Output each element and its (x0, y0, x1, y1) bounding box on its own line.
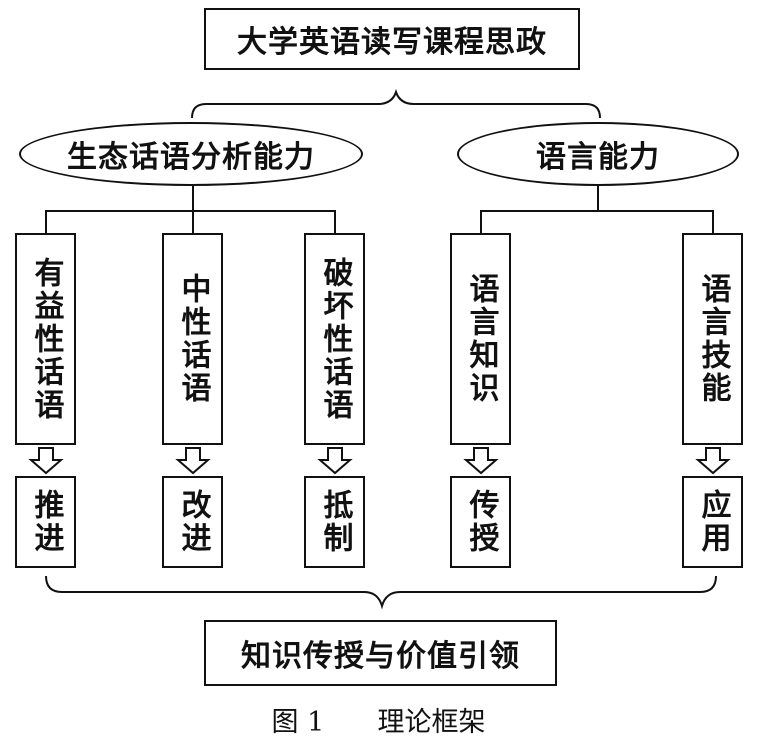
concept-box-neutral-discourse: 中性话语 (162, 233, 223, 445)
action-label: 传授 (463, 489, 499, 555)
left-tree-connector (45, 186, 336, 235)
figure-caption: 图 1 理论框架 (0, 700, 757, 739)
action-box-improve: 改进 (162, 476, 223, 568)
action-label: 改进 (175, 489, 211, 555)
top-brace (191, 88, 601, 119)
action-label: 应用 (695, 489, 731, 555)
concept-label: 语言知识 (463, 273, 499, 405)
concept-label: 语言技能 (695, 273, 731, 405)
down-arrow-4 (463, 447, 499, 475)
action-label: 推进 (28, 489, 64, 555)
concept-box-language-skills: 语言技能 (682, 233, 743, 445)
bottom-text: 知识传授与价值引领 (241, 639, 520, 674)
branch-label: 生态话语分析能力 (67, 140, 315, 175)
down-arrow-1 (28, 447, 64, 475)
branch-oval-ecological-discourse: 生态话语分析能力 (19, 122, 363, 186)
down-arrow-2 (175, 447, 211, 475)
down-arrow-3 (317, 447, 353, 475)
concept-label: 有益性话语 (28, 256, 64, 422)
action-box-promote: 推进 (15, 476, 76, 568)
action-box-apply: 应用 (682, 476, 743, 568)
concept-label: 中性话语 (175, 273, 211, 405)
concept-box-destructive-discourse: 破坏性话语 (304, 233, 365, 445)
bottom-box: 知识传授与价值引领 (204, 620, 557, 686)
branch-label: 语言能力 (536, 140, 660, 175)
figure-title: 理论框架 (377, 707, 486, 738)
concept-box-beneficial-discourse: 有益性话语 (15, 233, 76, 445)
action-box-impart: 传授 (450, 476, 511, 568)
concept-box-language-knowledge: 语言知识 (450, 233, 511, 445)
down-arrow-5 (695, 447, 731, 475)
figure-number: 图 1 (271, 707, 325, 738)
title-box: 大学英语读写课程思政 (204, 8, 580, 70)
concept-label: 破坏性话语 (317, 256, 353, 422)
branch-oval-language-ability: 语言能力 (457, 122, 739, 186)
title-text: 大学英语读写课程思政 (237, 25, 547, 60)
action-label: 抵制 (317, 489, 353, 555)
right-tree-connector (480, 186, 714, 235)
bottom-brace (45, 575, 717, 610)
action-box-resist: 抵制 (304, 476, 365, 568)
